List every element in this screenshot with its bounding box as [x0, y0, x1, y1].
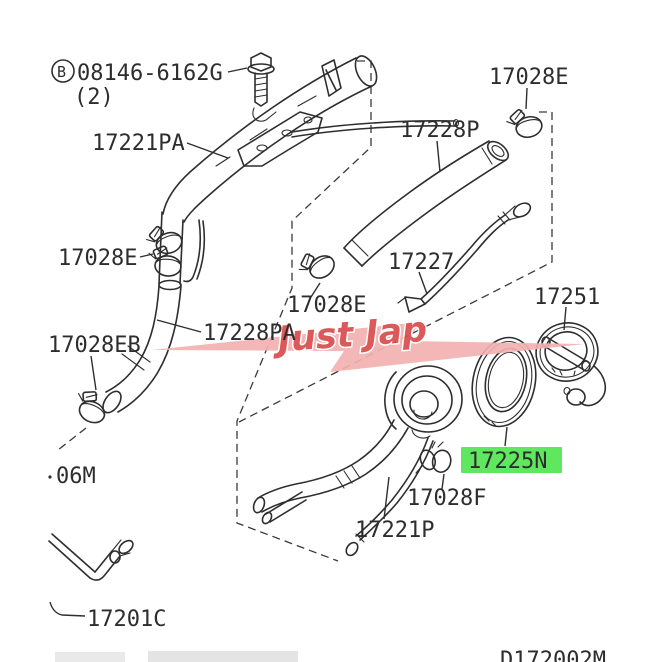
part-label-17228pa[interactable]: 17228PA — [203, 321, 296, 346]
gray-bar — [55, 652, 125, 662]
hose-clamp-17028e-top-art — [503, 103, 545, 143]
part-label-17228p[interactable]: 17228P — [400, 118, 479, 143]
bolt-ref-prefix: B — [57, 63, 66, 81]
circled-b-icon — [51, 59, 75, 83]
part-label-17028e-mid[interactable]: 17028E — [287, 293, 366, 318]
part-label-08146-6162g[interactable]: 08146-6162G — [77, 61, 223, 86]
seal-ring-17225n-art — [471, 336, 537, 428]
part-label-17221p[interactable]: 17221P — [355, 518, 434, 543]
hose-clamp-17028f-art — [415, 441, 454, 475]
fuel-cap-17251-art — [535, 322, 607, 407]
watermark-swoosh — [152, 322, 584, 372]
bottom-edge-artifacts: D172002M — [55, 648, 606, 662]
part-label-17201c[interactable]: 17201C — [87, 607, 166, 632]
filler-neck-17221p-art — [252, 365, 463, 557]
part-labels: B 08146-6162G (2) 17221PA 17028E 17028EB… — [48, 59, 600, 632]
gray-bar — [148, 651, 298, 662]
filler-tube-17221pa-art — [158, 55, 460, 291]
part-label-17028eb[interactable]: 17028EB — [48, 333, 141, 358]
part-label-06m[interactable]: 06M — [56, 464, 96, 489]
bolt-qty: (2) — [74, 85, 114, 110]
hose-17228p-art — [343, 140, 510, 267]
leader-lines — [48, 67, 567, 617]
figure-code: D172002M — [500, 648, 606, 662]
part-label-17028e-top[interactable]: 17028E — [489, 65, 568, 90]
part-label-17221pa[interactable]: 17221PA — [92, 131, 185, 156]
bracket-17201c-art — [48, 533, 134, 581]
part-label-17028e-left[interactable]: 17028E — [58, 246, 137, 271]
hose-clamp-17028e-mid-art — [293, 242, 340, 288]
highlight-box-17225n[interactable] — [461, 447, 562, 473]
part-label-17251[interactable]: 17251 — [534, 285, 600, 310]
part-label-17028f[interactable]: 17028F — [407, 486, 486, 511]
watermark: Just Jap — [152, 308, 584, 372]
bolt-icon — [247, 52, 275, 107]
part-label-17225n[interactable]: 17225N — [468, 449, 547, 474]
tube-17227-art — [397, 202, 532, 313]
part-label-17227[interactable]: 17227 — [388, 250, 454, 275]
hose-17228pa-art — [102, 285, 182, 414]
